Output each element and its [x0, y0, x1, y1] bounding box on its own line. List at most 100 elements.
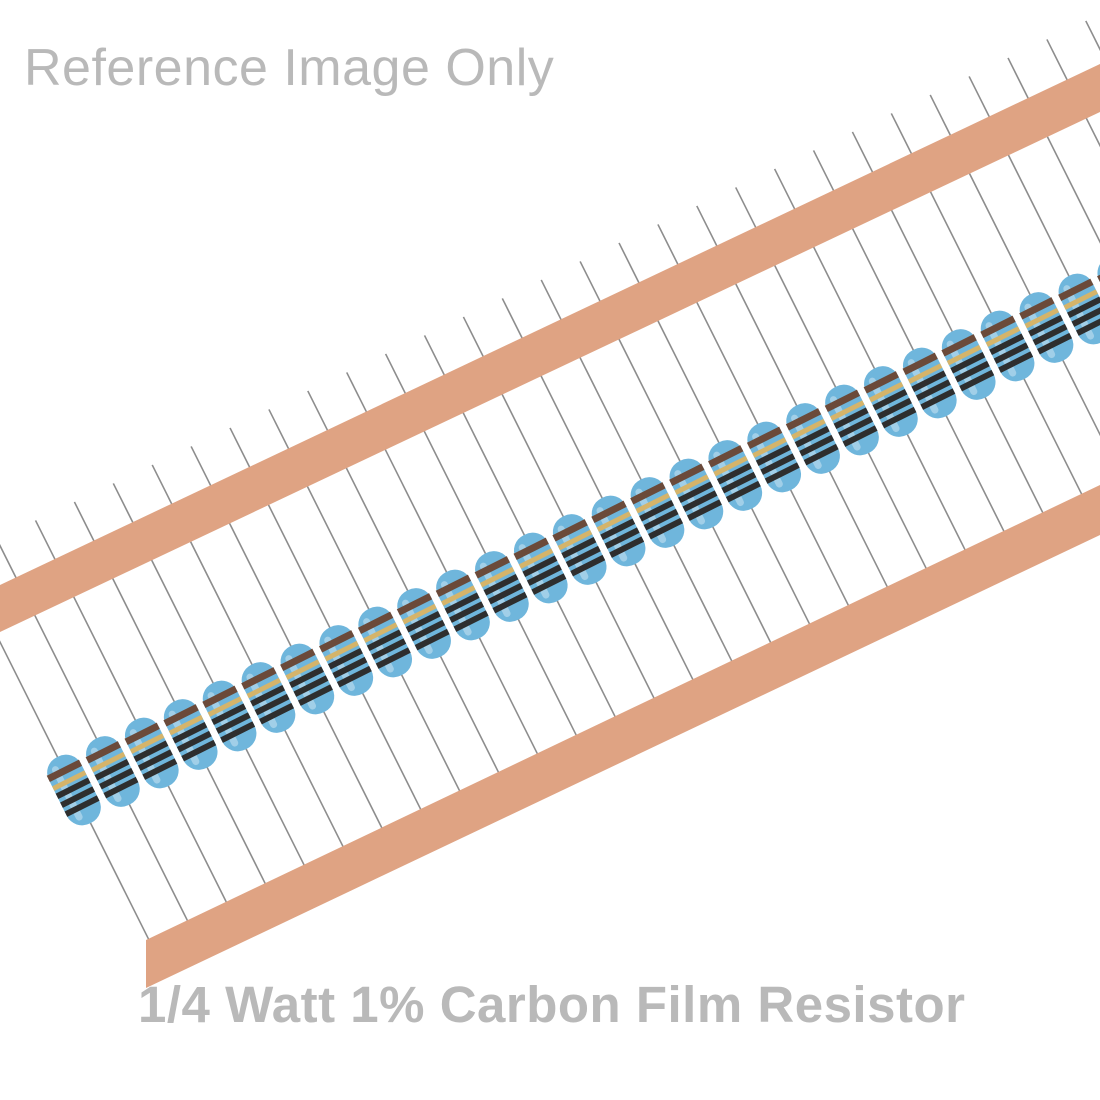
- color-band: [137, 749, 173, 771]
- color-band: [513, 537, 549, 560]
- color-band: [215, 712, 251, 734]
- color-band: [725, 480, 761, 503]
- color-band: [721, 471, 757, 494]
- color-band: [220, 721, 256, 743]
- color-band: [911, 370, 947, 392]
- resistor: [396, 588, 451, 659]
- color-band: [332, 656, 368, 679]
- color-band: [785, 408, 822, 431]
- resistor: [1019, 292, 1074, 363]
- resistor: [1058, 273, 1100, 345]
- tape-strip-bottom: [146, 485, 1100, 988]
- color-band: [103, 776, 139, 799]
- color-band: [289, 666, 324, 688]
- resistor: [708, 440, 763, 511]
- color-band: [980, 315, 1016, 338]
- color-band: [202, 685, 238, 708]
- color-band: [396, 593, 433, 616]
- color-band: [522, 555, 558, 577]
- color-band: [241, 667, 277, 690]
- resistor: [513, 532, 568, 604]
- color-band: [60, 786, 96, 808]
- color-band: [1028, 314, 1064, 337]
- color-band: [168, 714, 204, 736]
- color-band: [298, 684, 333, 706]
- color-band: [94, 758, 130, 781]
- color-band: [794, 425, 830, 448]
- color-band: [635, 492, 671, 514]
- color-band: [713, 455, 748, 477]
- tape-strip-top: [0, 64, 1100, 632]
- color-band: [872, 388, 908, 411]
- color-band: [760, 453, 796, 475]
- color-band: [863, 371, 899, 394]
- color-band: [1037, 332, 1072, 355]
- color-band: [557, 529, 593, 551]
- color-band: [124, 722, 160, 745]
- color-band: [791, 418, 826, 440]
- color-band: [366, 629, 402, 651]
- color-band: [474, 556, 510, 579]
- color-band: [596, 511, 632, 532]
- color-band: [254, 693, 290, 716]
- color-band: [993, 342, 1029, 364]
- color-band: [99, 767, 134, 790]
- color-band: [954, 360, 990, 383]
- color-band: [609, 536, 645, 558]
- color-band: [746, 426, 783, 449]
- color-band: [591, 500, 627, 523]
- color-band: [877, 397, 912, 420]
- color-band: [449, 601, 485, 623]
- color-band: [402, 603, 437, 625]
- color-band: [371, 638, 407, 660]
- color-band: [129, 733, 165, 754]
- color-band: [163, 704, 199, 727]
- resistor: [785, 403, 840, 474]
- color-band: [799, 434, 835, 457]
- color-band: [250, 684, 286, 707]
- resistor: [124, 717, 179, 789]
- color-band: [327, 647, 363, 670]
- color-band: [1058, 278, 1094, 301]
- color-band: [648, 517, 683, 540]
- color-band: [764, 462, 800, 484]
- color-band: [518, 548, 554, 569]
- color-band: [838, 416, 874, 438]
- reference-caption: Reference Image Only: [24, 39, 555, 97]
- resistor: [591, 495, 646, 567]
- color-band: [259, 702, 294, 725]
- color-band: [674, 474, 709, 495]
- color-band: [687, 499, 722, 521]
- color-band: [1067, 296, 1100, 318]
- color-band: [1024, 307, 1060, 329]
- color-band: [755, 444, 791, 466]
- color-band: [280, 648, 316, 671]
- color-band: [483, 573, 519, 596]
- color-band: [176, 730, 212, 753]
- color-band: [708, 445, 744, 468]
- color-band: [488, 582, 523, 605]
- color-band: [868, 381, 904, 403]
- color-band: [405, 610, 441, 633]
- resistor: [746, 421, 802, 493]
- color-band: [803, 443, 839, 466]
- resistor: [435, 569, 490, 641]
- color-band: [561, 536, 597, 559]
- resistor: [163, 699, 218, 770]
- resistor: [824, 384, 879, 456]
- resistor: [630, 477, 685, 548]
- color-band: [531, 573, 567, 595]
- color-band: [920, 388, 956, 410]
- color-band: [1063, 289, 1098, 310]
- color-band: [1032, 323, 1068, 346]
- color-band: [946, 344, 982, 366]
- resistor: [669, 458, 724, 530]
- resistor-bodies: [46, 255, 1100, 826]
- color-band: [55, 777, 91, 799]
- color-band: [985, 326, 1021, 347]
- color-band: [1071, 305, 1100, 327]
- color-band: [998, 351, 1034, 373]
- color-band: [375, 647, 411, 669]
- color-band: [293, 675, 329, 697]
